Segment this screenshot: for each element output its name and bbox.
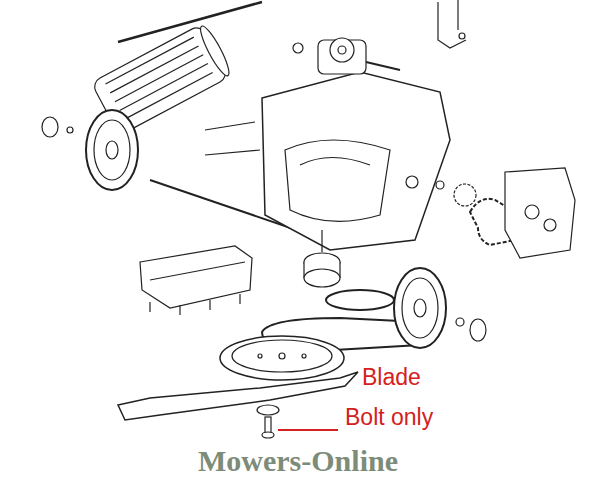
blade-disc xyxy=(220,336,344,380)
leader-line xyxy=(278,429,338,431)
spacer xyxy=(406,176,418,188)
bearing xyxy=(470,319,486,341)
left-wheel xyxy=(86,110,138,190)
cable-bracket xyxy=(438,0,466,48)
watermark: Mowers-Online xyxy=(198,444,398,479)
blade-washer xyxy=(257,405,279,415)
sprocket xyxy=(454,184,476,206)
right-wheel xyxy=(394,268,446,348)
part-label: Bolt only xyxy=(345,404,433,430)
washer xyxy=(436,181,444,189)
gearbox xyxy=(293,38,400,74)
blade-pulley xyxy=(304,230,340,287)
bearing xyxy=(42,117,58,137)
deck-housing xyxy=(262,72,450,250)
v-belt xyxy=(326,290,394,310)
chain-cover xyxy=(505,168,575,258)
blade-bolt xyxy=(262,417,274,438)
washer xyxy=(67,127,73,133)
spring xyxy=(205,150,260,155)
washer xyxy=(456,318,464,326)
front-comb xyxy=(140,246,252,315)
cutting-blade xyxy=(118,372,358,420)
part-label: Blade xyxy=(362,364,421,390)
lever xyxy=(205,122,255,130)
